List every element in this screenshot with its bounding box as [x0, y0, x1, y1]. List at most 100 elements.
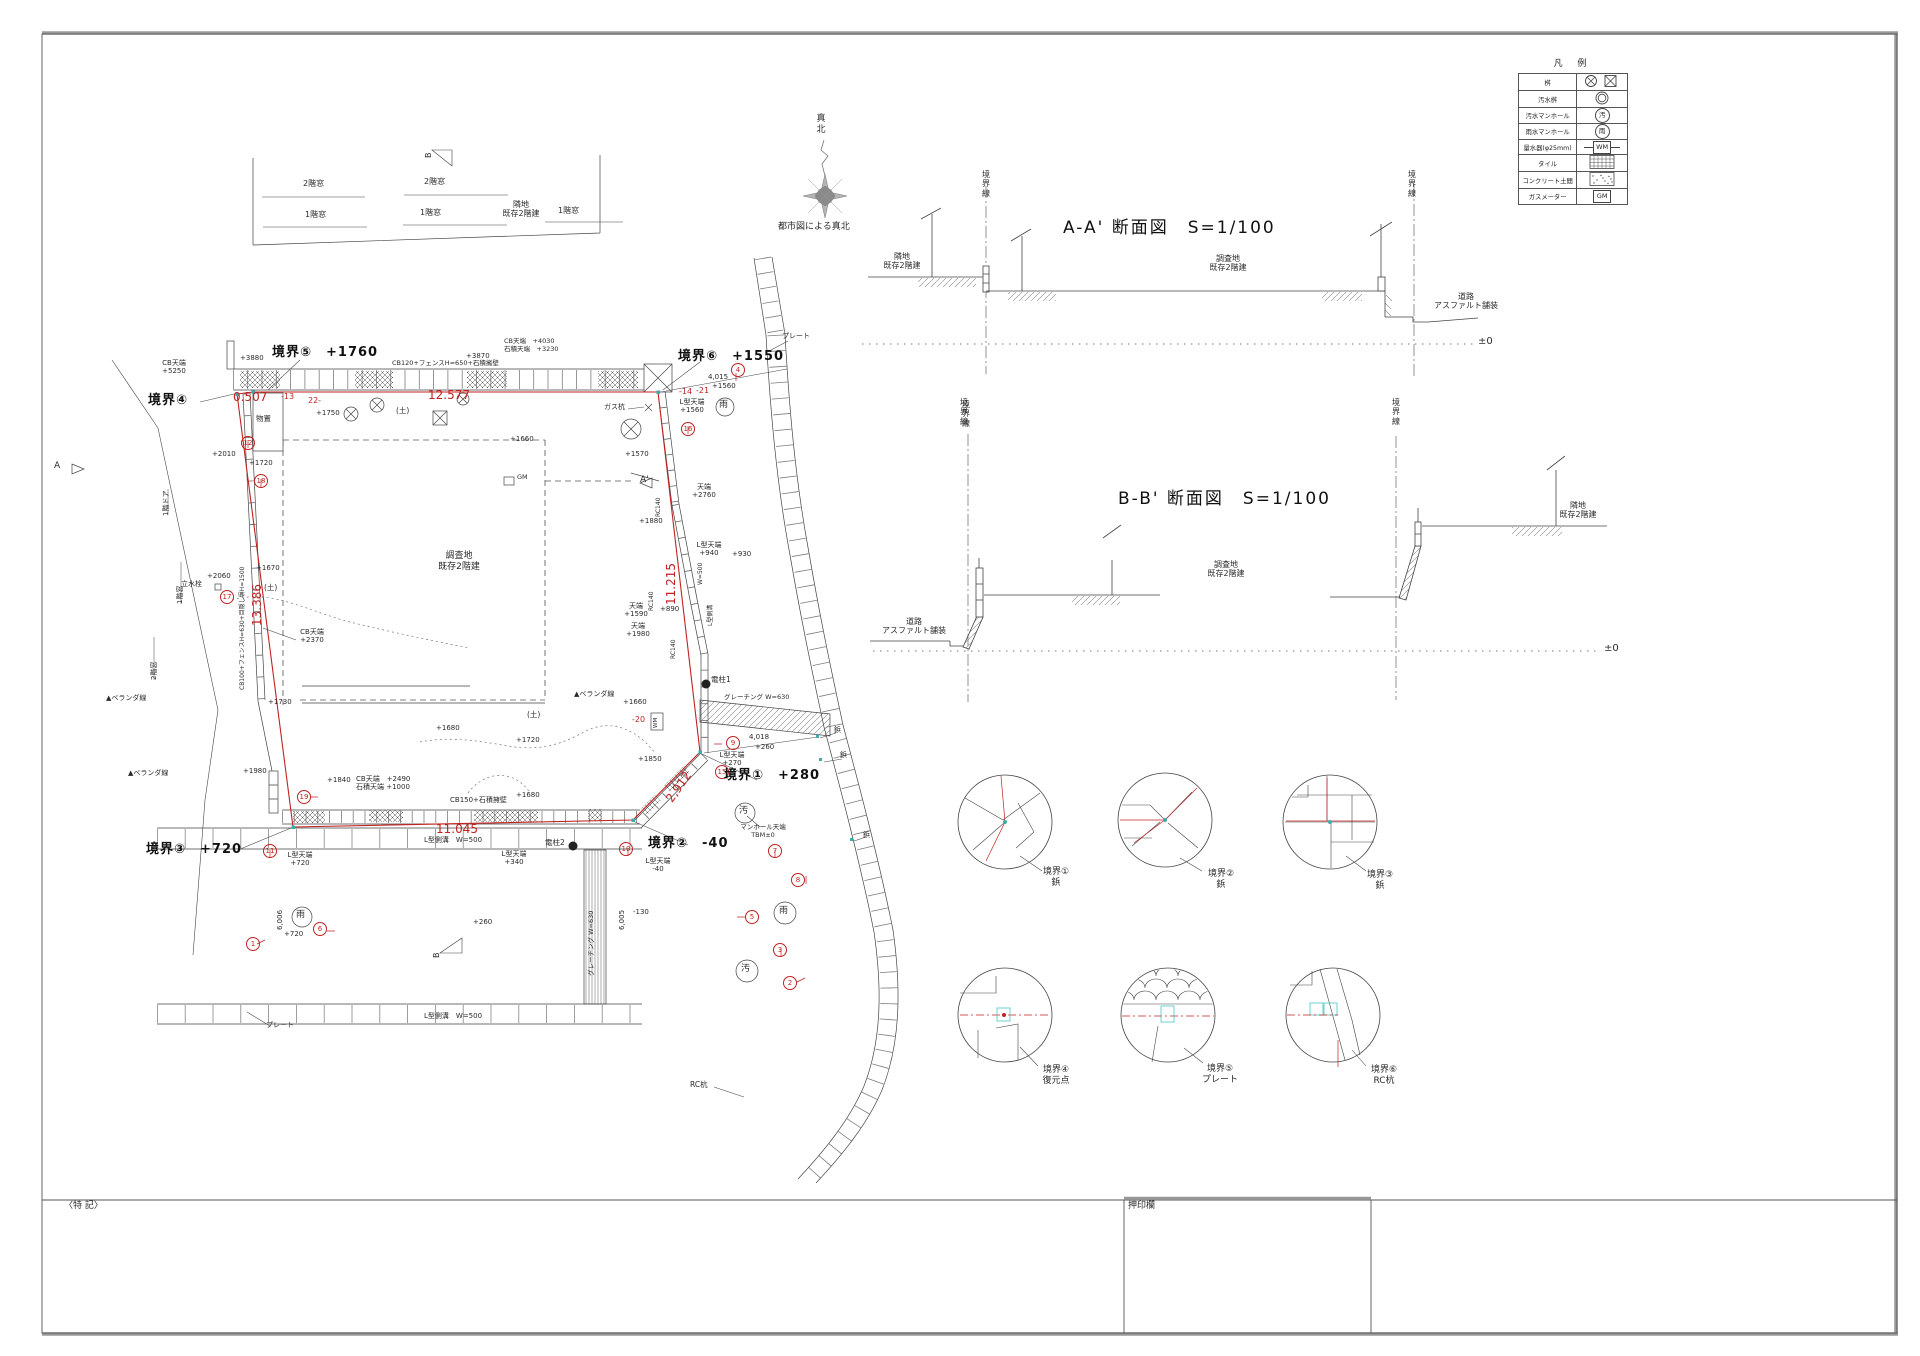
page-frame — [41, 31, 1898, 1336]
plan-label: RC杭 — [690, 1080, 708, 1089]
plan-label: RC140 — [648, 591, 655, 611]
masu-symbols — [214, 392, 653, 591]
plan-label: 境 界 線 — [1408, 170, 1416, 198]
utility-pole2-dot — [568, 841, 578, 851]
plan-label: (土) — [396, 406, 410, 415]
plan-label: 隣地 既存2階建 — [502, 200, 540, 219]
plan-label: -20 — [632, 715, 646, 724]
plan-label: 13.386 — [250, 584, 264, 626]
plan-label: 境 界 線 — [1392, 398, 1400, 426]
plan-label: (土) — [264, 583, 278, 592]
section-bb-title: B-B' 断面図 S=1/100 — [1118, 489, 1331, 509]
plan-label: L型側溝 W=500 — [424, 1012, 483, 1020]
plan-label: ▲ベランダ線 — [106, 694, 147, 702]
plan-label: 5 — [745, 910, 759, 924]
plan-label: 17 — [220, 590, 234, 604]
plan-label: +260 — [755, 743, 775, 751]
legend-title: 凡 例 — [1553, 59, 1593, 69]
plan-label: 4,015 — [708, 373, 729, 381]
boundary6-label: 境界⑥ +1550 — [678, 349, 785, 364]
plan-label: ±0 — [1604, 643, 1619, 654]
plan-label: L型天端 +940 — [696, 541, 722, 558]
detail5-label: 境界⑤ プレート — [1201, 1064, 1238, 1085]
notes-label: 〈特 記〉 — [64, 1201, 103, 1211]
legend-storm-manhole-icon: 雨 — [1576, 123, 1628, 140]
boundary2-label: 境界② -40 — [648, 836, 729, 851]
plan-label: +1880 — [639, 517, 663, 525]
plan-label: 境 界 線 — [982, 170, 990, 198]
plan-label: 1階ドア — [162, 490, 170, 516]
plan-label: 隣地 既存2階建 — [1559, 501, 1597, 520]
boundary1-label: 境界① +280 — [724, 768, 821, 783]
section-a2-marker: A' — [640, 475, 649, 485]
plan-label: 境 界 線 — [960, 398, 968, 426]
section-aa-title: A-A' 断面図 S=1/100 — [1063, 218, 1276, 238]
stamp-label: 押印欄 — [1128, 1201, 1156, 1211]
legend-concrete-icon — [1576, 171, 1628, 190]
plan-label: 12.577 — [428, 388, 470, 402]
plan-label: 調査地 既存2階建 — [1207, 560, 1245, 579]
legend: 凡 例 桝 汚水桝 汚水マンホール 汚 雨水マンホール 雨 量水器(φ25mm)… — [1517, 56, 1628, 205]
plan-label: +1680 — [516, 791, 540, 799]
plan-label: WM — [653, 717, 659, 728]
plan-label: 2階窓 — [424, 177, 446, 186]
plan-label: 0.507 — [233, 390, 268, 404]
legend-sewage-masu-icon — [1576, 90, 1628, 108]
plan-label: +3880 — [240, 354, 264, 362]
plan-label: 4 — [731, 363, 745, 377]
legend-name: 汚水桝 — [1517, 90, 1578, 108]
detail2-label: 境界② 鋲 — [1207, 869, 1235, 890]
legend-name: 量水器(φ25mm) — [1517, 138, 1578, 156]
plan-label: +1720 — [249, 459, 273, 467]
boundary3-label: 境界③ +720 — [146, 842, 243, 857]
plan-label: +1840 — [327, 776, 351, 784]
plan-label: CB150+石積擁壁 — [450, 796, 507, 804]
plan-label: 9 — [726, 736, 740, 750]
site-label: 調査地 既存2階建 — [438, 551, 480, 572]
plan-label: -14 — [679, 387, 693, 396]
plan-label: 4,018 — [749, 733, 770, 741]
true-north-label: 真 北 — [816, 114, 826, 135]
plan-label: グレーチング W=630 — [587, 910, 595, 976]
legend-name: ガスメーター — [1517, 188, 1578, 205]
plan-label: 天端 +2760 — [692, 483, 716, 500]
plan-label: GM — [517, 473, 528, 481]
plan-label: L型天端 +720 — [287, 851, 313, 868]
plan-label: 1階窓 — [420, 208, 442, 217]
plan-label: 鋲 — [863, 831, 870, 839]
plan-label: ±0 — [1478, 336, 1493, 347]
plan-label: プレート — [266, 1021, 294, 1029]
plan-label: ▲ベランダ線 — [128, 769, 169, 777]
legend-masu-icon — [1576, 73, 1628, 91]
plan-label: 11.045 — [436, 822, 478, 836]
plan-label: RC140 — [655, 497, 662, 517]
plan-label: 1階窓 — [558, 206, 580, 215]
plan-label: L型側溝 W=500 — [424, 836, 483, 844]
plan-label: 天端 +1980 — [626, 622, 650, 639]
plan-label: +1570 — [625, 450, 649, 458]
plan-label: 7 — [768, 844, 782, 858]
utility-pole1-dot — [701, 679, 711, 689]
legend-water-meter-icon: WM — [1576, 138, 1628, 156]
survey-point-marks — [235, 390, 853, 841]
plan-label: CB天端 +5250 — [162, 359, 186, 376]
plan-label: +260 — [473, 918, 493, 926]
plan-label: +2060 — [207, 572, 231, 580]
plan-label: CB天端 +2370 — [300, 628, 324, 645]
detail6-label: 境界⑥ RC杭 — [1370, 1065, 1398, 1086]
compass-icon — [802, 139, 848, 219]
plan-label: -130 — [633, 908, 649, 916]
plan-label: 電柱1 — [711, 675, 731, 684]
plan-label: W=500 — [697, 562, 704, 585]
plan-label: -13 — [281, 392, 295, 401]
plan-label: B — [432, 952, 441, 959]
plan-label: 16 — [681, 422, 695, 436]
plan-label: 2階窓 — [303, 179, 325, 188]
plan-label: L型天端 +270 — [719, 751, 745, 768]
plan-label: +1720 — [516, 736, 540, 744]
boundary4-label: 境界④ — [148, 393, 189, 408]
plan-label: 電柱2 — [545, 838, 565, 847]
plan-label: L型天端 +340 — [501, 850, 527, 867]
